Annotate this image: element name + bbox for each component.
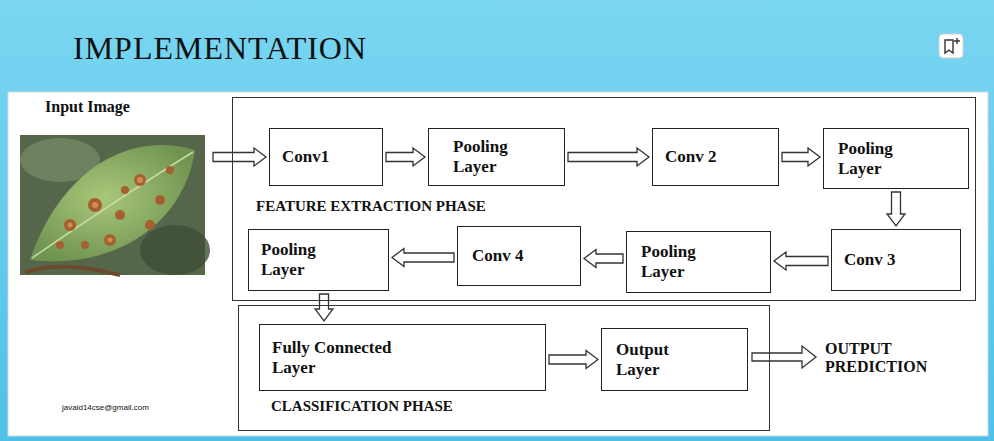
pooling-layer-box: Pooling Layer [626,231,771,293]
layer-label: Pooling Layer [261,240,346,279]
layer-label: Conv 4 [472,246,523,266]
layer-label: Conv 3 [844,250,895,270]
block-arrow [392,249,454,267]
layer-label: Pooling Layer [838,139,923,178]
layer-label: Conv 2 [665,147,716,167]
pooling-layer-box: Pooling Layer [428,128,565,186]
leaf-photo [20,135,210,275]
output-arrow [752,346,816,368]
output-layer-box: Output Layer [601,328,748,391]
pooling-layer-box: Pooling Layer [248,229,389,291]
input-image: Input Image [18,98,210,280]
block-arrow [887,192,905,226]
phase-heading: FEATURE EXTRACTION PHASE [256,198,486,215]
layer-label: Fully Connected Layer [272,338,422,377]
conv-layer-box: Conv 2 [652,128,779,186]
bookmark-icon [939,34,963,58]
block-arrow [774,252,828,270]
pooling-layer-box: Pooling Layer [823,128,969,189]
block-arrow [568,148,649,166]
block-arrow [213,148,266,166]
conv-layer-box: Conv1 [269,128,383,186]
classification-group: Fully Connected Layer Output LayerCLASSIF… [238,305,770,431]
feature-extraction-group: Conv1Pooling LayerConv 2Pooling LayerCon… [232,97,976,301]
block-arrow [549,351,598,369]
block-arrow [584,250,623,268]
layer-label: Pooling Layer [453,137,538,176]
conv-layer-box: Conv 3 [831,229,961,291]
phase-heading: CLASSIFICATION PHASE [271,398,453,415]
block-arrow [782,148,820,166]
phase-heading: Input Image [45,98,130,116]
layer-label: Conv1 [282,147,329,167]
block-arrow [315,294,333,321]
output-prediction-label: OUTPUT PREDICTION [825,340,985,377]
fully-connected-box: Fully Connected Layer [259,324,546,391]
content-panel [8,92,988,436]
slide-title: IMPLEMENTATION [73,30,367,67]
email-watermark: javaid14cse@gmail.com [62,403,149,412]
conv-layer-box: Conv 4 [457,226,581,286]
layer-label: Pooling Layer [641,242,726,281]
block-arrow [386,148,425,166]
layer-label: Output Layer [616,340,696,379]
